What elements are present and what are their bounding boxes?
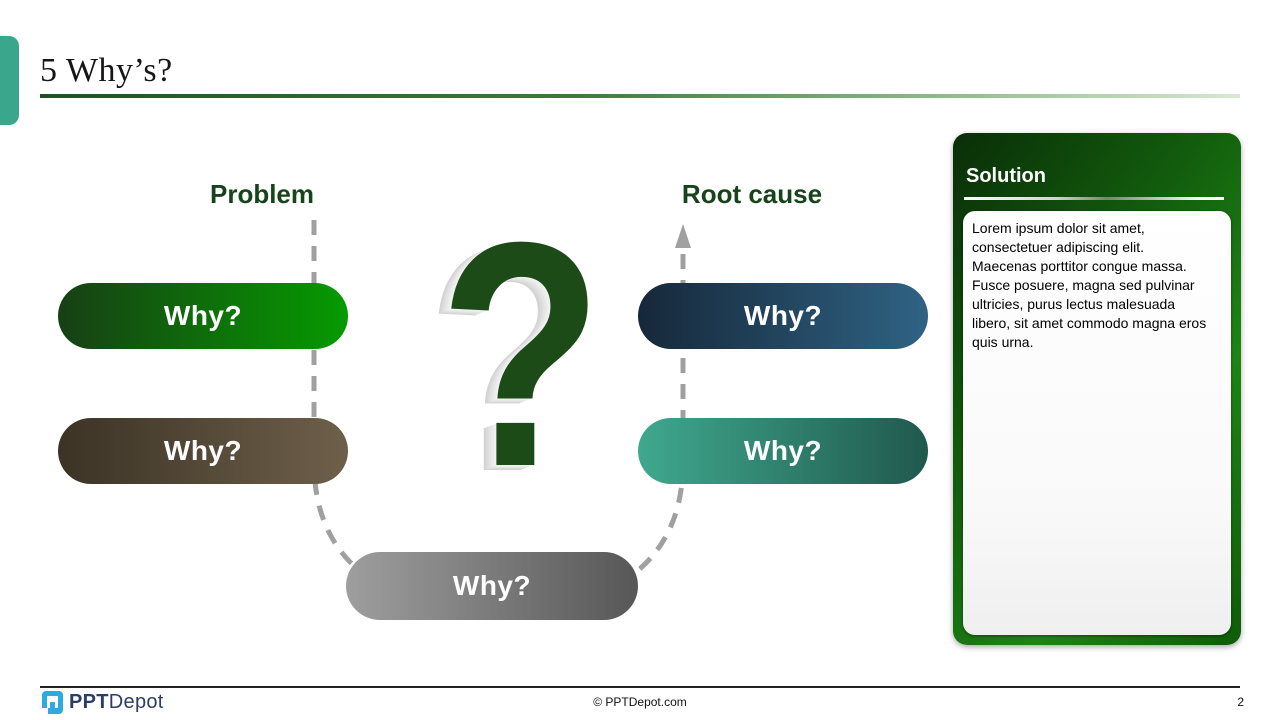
- why-pill-label: Why?: [163, 435, 243, 466]
- page-title: 5 Why’s?: [40, 52, 173, 89]
- why-pill-left-bottom: Why?: [58, 418, 348, 484]
- why-pill-right-bottom: Why?: [638, 418, 928, 484]
- footer-divider: [40, 686, 1240, 688]
- question-mark-3d: ?: [438, 175, 604, 533]
- why-pill-label: Why?: [743, 435, 823, 466]
- why-pill-right-top: Why?: [638, 283, 928, 349]
- page-number: 2: [1237, 695, 1244, 709]
- pptdepot-logo: PPTDepot: [42, 691, 164, 714]
- why-pill-label: Why?: [452, 570, 532, 601]
- logo-text-regular: Depot: [108, 691, 164, 713]
- why-pill-label: Why?: [743, 300, 823, 331]
- footer-copyright: © PPTDepot.com: [593, 695, 687, 709]
- problem-label: Problem: [209, 179, 315, 209]
- logo-text-bold: PPT: [69, 691, 109, 713]
- title-underline: [40, 94, 1240, 98]
- why-pill-label: Why?: [163, 300, 243, 331]
- solution-panel: Solution Lorem ipsum dolor sit amet, con…: [953, 133, 1241, 645]
- pptdepot-logo-icon: [42, 691, 63, 714]
- why-pill-bottom-center: Why?: [346, 552, 638, 620]
- accent-bar: [0, 36, 19, 125]
- why-pill-left-top: Why?: [58, 283, 348, 349]
- pptdepot-logo-text: PPTDepot: [69, 691, 164, 714]
- left-connector-path: [311, 220, 403, 599]
- solution-title: Solution: [966, 165, 1046, 187]
- solution-body: Lorem ipsum dolor sit amet, consectetuer…: [972, 220, 1207, 350]
- root-cause-label: Root cause: [681, 179, 823, 209]
- solution-divider: [964, 197, 1224, 200]
- up-arrow-icon: [675, 224, 691, 248]
- solution-text-box: Lorem ipsum dolor sit amet, consectetuer…: [963, 211, 1231, 635]
